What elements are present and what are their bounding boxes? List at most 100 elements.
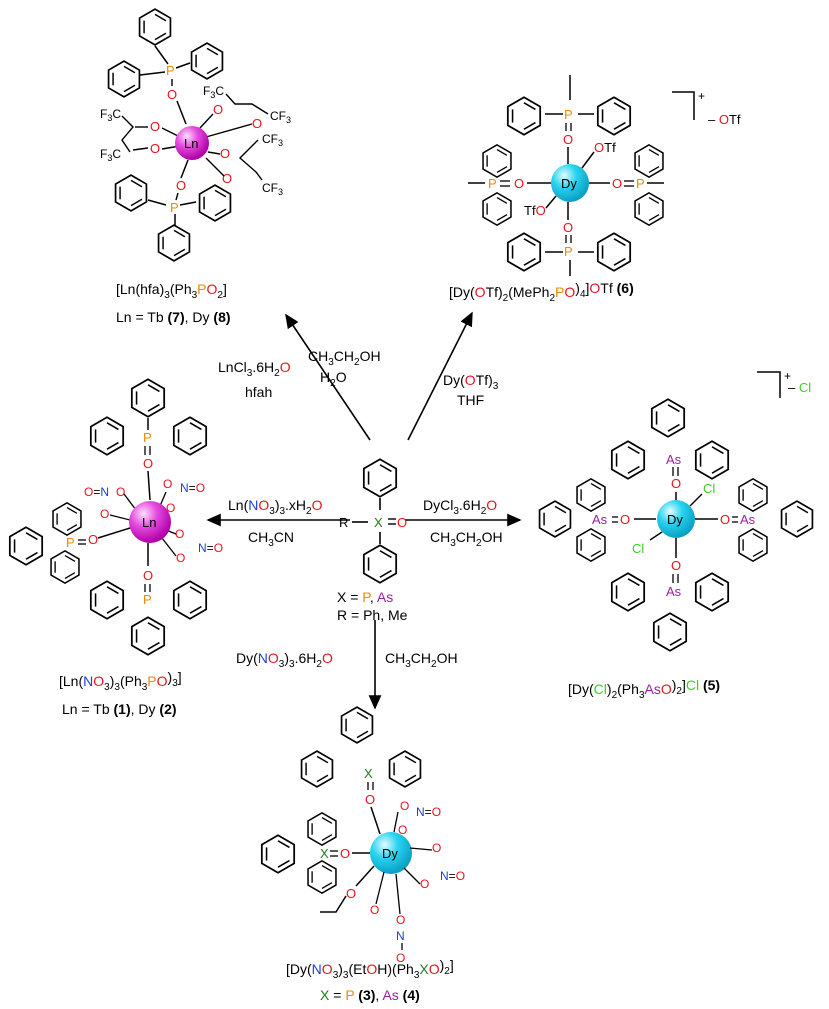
svg-text:O: O (252, 116, 262, 131)
svg-text:O: O (116, 485, 125, 499)
ligand-structure: X R O X = P, As R = Ph, Me (337, 458, 408, 623)
svg-text:O: O (150, 119, 160, 134)
svg-text:CF3: CF3 (270, 109, 291, 125)
svg-text:CF3: CF3 (262, 181, 283, 197)
svg-text:F3C: F3C (100, 147, 121, 163)
svg-text:O: O (514, 176, 524, 191)
svg-text:O: O (396, 951, 405, 965)
cond-78-reagent1: LnCl3.6H2O (218, 359, 291, 379)
svg-text:O: O (671, 476, 681, 491)
ligand-oxygen: O (397, 515, 407, 530)
arrows (206, 311, 522, 710)
svg-text:P: P (564, 107, 573, 122)
arrow-to-compound-7-8 (285, 313, 371, 441)
cond-34-solvent: CH3CH2OH (385, 650, 458, 670)
compound-1-2-formula: [Ln(NO3)3(Ph3PO)3] (59, 669, 182, 693)
svg-text:O: O (175, 527, 184, 541)
svg-text:P: P (166, 63, 175, 78)
svg-text:P: P (143, 592, 152, 607)
svg-text:O=N: O=N (84, 485, 109, 499)
cond-5-reagent: DyCl3.6H2O (423, 497, 497, 517)
svg-text:N=O: N=O (198, 541, 223, 555)
cond-34-reagent: Dy(NO3)3.6H2O (236, 650, 333, 670)
svg-text:O: O (563, 220, 573, 235)
ligand-x-atom: X (374, 515, 383, 530)
svg-text:O: O (398, 823, 407, 837)
svg-text:O: O (213, 102, 223, 117)
svg-text:O: O (396, 913, 405, 927)
svg-text:O: O (620, 512, 630, 527)
svg-text:– OTf: – OTf (708, 112, 741, 127)
svg-text:O: O (432, 841, 441, 855)
svg-text:N=O: N=O (416, 805, 441, 819)
svg-text:P: P (170, 200, 179, 215)
svg-text:+: + (698, 89, 705, 103)
svg-text:O: O (166, 501, 175, 515)
svg-text:+: + (784, 369, 791, 383)
svg-text:P: P (66, 535, 75, 550)
cond-78-solvent2: H2O (320, 369, 347, 389)
svg-text:O: O (400, 799, 409, 813)
svg-text:O: O (176, 178, 186, 193)
svg-text:CF3: CF3 (262, 132, 283, 148)
svg-text:F3C: F3C (100, 107, 121, 123)
svg-text:O: O (563, 132, 573, 147)
svg-text:Cl: Cl (703, 481, 715, 496)
svg-text:O: O (222, 171, 232, 186)
svg-text:O: O (88, 532, 98, 547)
svg-text:O: O (143, 456, 153, 471)
compound-5-structure: + – Cl As O Dy Cl Cl O As O As (538, 369, 814, 652)
svg-text:O: O (143, 568, 153, 583)
cond-78-solvent1: CH3CH2OH (308, 348, 381, 368)
svg-text:P: P (488, 176, 497, 191)
compound-7-8-formula: [Ln(hfa)3(Ph3PO2] (116, 281, 227, 301)
ligand-x-definition: X = P, As (337, 589, 393, 605)
compound-6-structure: P O P O Dy OTf TfO O P O (468, 75, 741, 276)
compound-3-4-ids: X = P (3), As (4) (320, 987, 420, 1003)
svg-text:O: O (370, 903, 379, 917)
cond-12-reagent: Ln(NO3)3.xH2O (228, 497, 323, 517)
svg-text:As: As (592, 512, 608, 527)
svg-text:– Cl: – Cl (788, 380, 811, 395)
svg-text:P: P (564, 244, 573, 259)
svg-text:Dy: Dy (667, 512, 683, 527)
ligand-r-label: R (339, 515, 348, 530)
compound-1-2-ids: Ln = Tb (1), Dy (2) (62, 701, 177, 717)
svg-text:N: N (396, 929, 405, 943)
svg-text:Ln: Ln (142, 515, 156, 530)
svg-text:O: O (167, 87, 177, 102)
svg-text:F3C: F3C (203, 84, 224, 100)
svg-text:As: As (666, 584, 682, 599)
svg-text:O: O (671, 558, 681, 573)
svg-text:O: O (150, 141, 160, 156)
cond-5-solvent: CH3CH2OH (430, 529, 503, 549)
svg-text:P: P (636, 176, 645, 191)
svg-text:O: O (176, 551, 185, 565)
svg-text:O: O (612, 176, 622, 191)
compound-3-4-structure: X O X O Dy O N=O O O N=O O O O N O (260, 706, 465, 965)
svg-text:N=O: N=O (180, 481, 205, 495)
ligand-r-definition: R = Ph, Me (337, 607, 408, 623)
svg-text:N=O: N=O (440, 869, 465, 883)
svg-text:Dy: Dy (561, 176, 577, 191)
svg-text:P: P (143, 430, 152, 445)
svg-text:X: X (320, 846, 329, 861)
svg-text:O: O (100, 507, 109, 521)
compound-6-formula: [Dy(OTf)2(MePh2PO)4]OTf (6) (449, 280, 634, 304)
compound-1-2-structure: P O O=N O O O N=O O O N=O O Ln O P O (8, 378, 223, 656)
svg-text:O: O (720, 512, 730, 527)
svg-text:OTf: OTf (594, 140, 616, 155)
svg-text:Dy: Dy (382, 846, 398, 861)
cond-6-reagent: Dy(OTf)3 (443, 372, 499, 392)
compound-7-8-structure: P O F3C F3C O O F3C CF3 O O CF3 CF3 O O … (100, 8, 291, 262)
compound-5-formula: [Dy(Cl)2(Ph3AsO)2]Cl (5) (568, 677, 720, 701)
svg-text:As: As (666, 452, 682, 467)
svg-text:O: O (420, 877, 429, 891)
cond-12-solvent: CH3CN (248, 529, 294, 549)
svg-text:Cl: Cl (632, 541, 644, 556)
cond-78-reagent2: hfah (245, 384, 272, 400)
svg-text:TfO: TfO (524, 203, 546, 218)
svg-text:X: X (364, 766, 373, 781)
svg-text:Ln: Ln (184, 136, 198, 151)
